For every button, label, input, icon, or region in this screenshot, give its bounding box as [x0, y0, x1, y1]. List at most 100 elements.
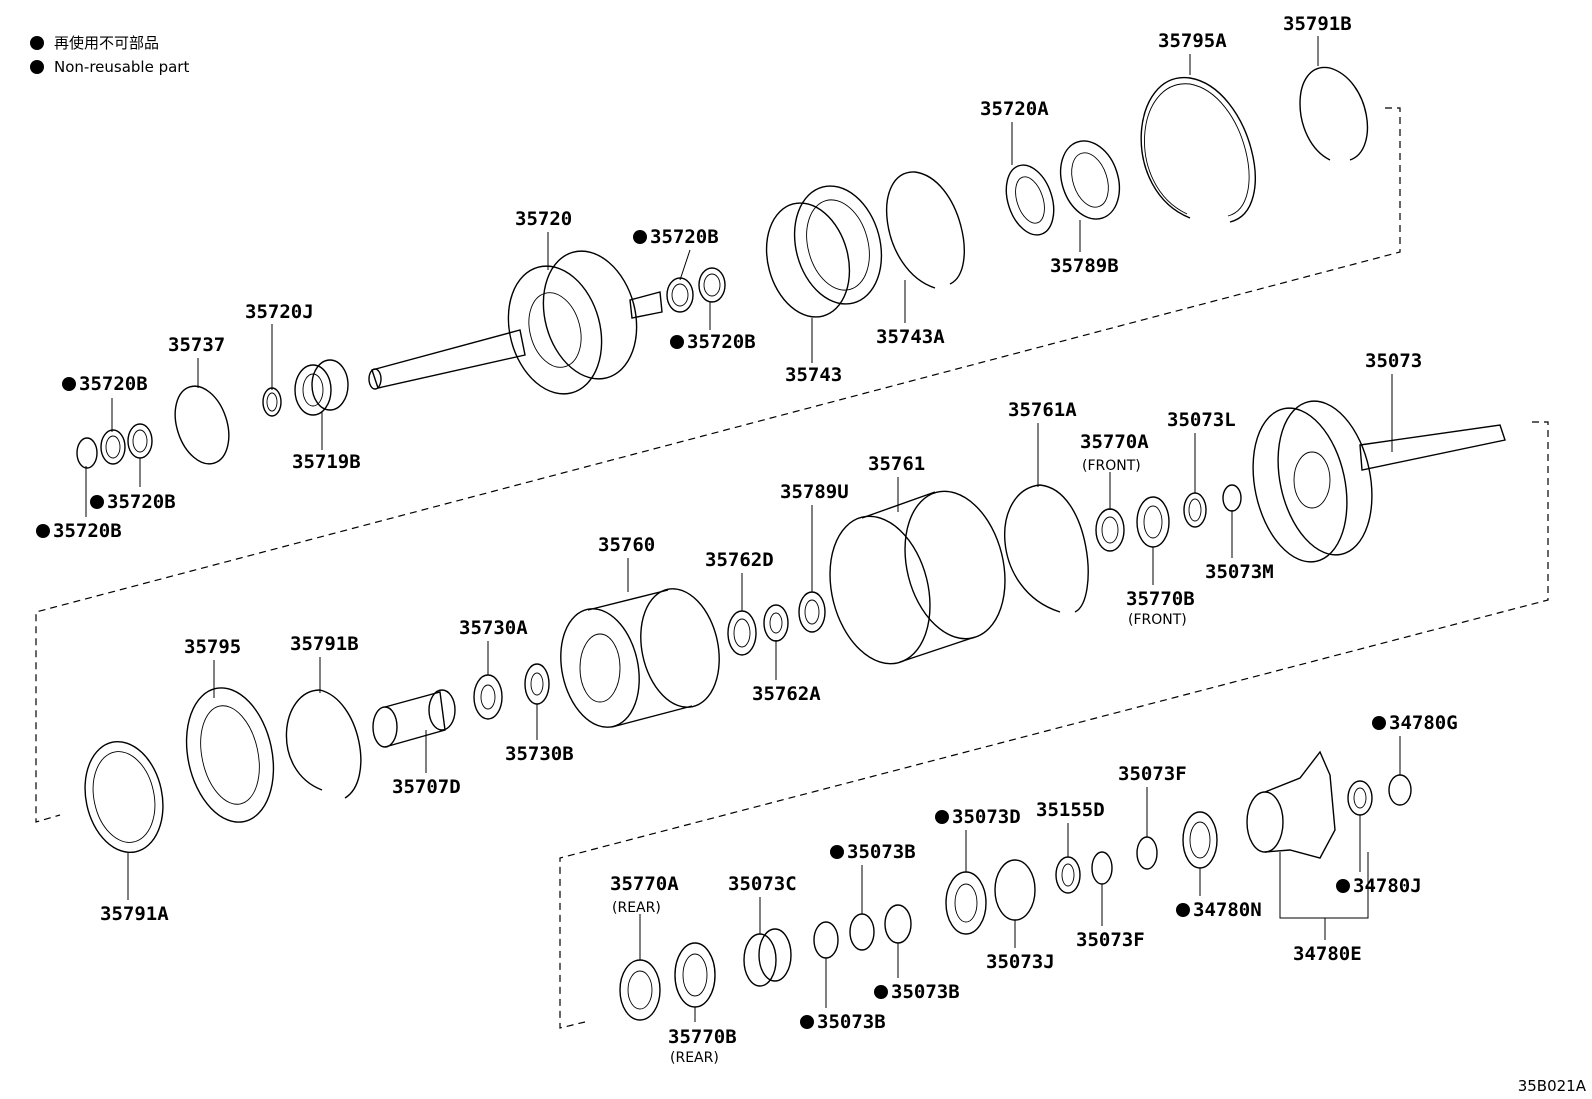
non-reusable-marker-icon	[1176, 903, 1190, 917]
position-note: (REAR)	[670, 1050, 719, 1066]
part-35789B-bearing	[1059, 140, 1121, 220]
part-35720-planetary-shaft	[368, 250, 663, 395]
part-35761-drum	[829, 490, 1006, 665]
part-number-label: 35155D	[1036, 799, 1105, 821]
part-number-label: 35720B	[107, 491, 176, 513]
non-reusable-marker-icon	[935, 810, 949, 824]
non-reusable-marker-icon	[36, 524, 50, 538]
part-number-label: 35770A	[610, 873, 679, 895]
callout-35789U: 35789U	[780, 481, 849, 592]
part-number-label: 35737	[168, 334, 225, 356]
part-number-label: 35789U	[780, 481, 849, 503]
part-number-label: 35791B	[1283, 13, 1352, 35]
callout-35720B: 35720B	[90, 458, 176, 513]
part-35720J-bearing	[262, 387, 282, 417]
callout-35073: 35073	[1365, 350, 1422, 452]
part-number-label: 35073J	[986, 951, 1055, 973]
callout-34780N: 34780N	[1176, 868, 1262, 921]
callout-35155D: 35155D	[1036, 799, 1105, 857]
part-35730A-race	[473, 674, 503, 720]
callout-35760: 35760	[598, 534, 655, 592]
callout-35743: 35743	[785, 318, 842, 386]
part-number-label: 35762A	[752, 683, 821, 705]
part-35707D-sun-gear	[372, 689, 456, 748]
callout-35720B: 35720B	[36, 466, 122, 542]
part-number-label: 35770A	[1080, 431, 1149, 453]
part-35762A-bearing	[763, 604, 789, 642]
callout-35073F: 35073F	[1076, 884, 1145, 951]
part-35073D-bearing	[945, 871, 987, 935]
callout-35770A: 35770A(FRONT)	[1080, 431, 1149, 510]
callout-35073D: 35073D	[935, 806, 1021, 872]
callout-35762A: 35762A	[752, 640, 821, 705]
part-number-label: 35073F	[1076, 929, 1145, 951]
part-number-label: 35707D	[392, 776, 461, 798]
part-35789U-race	[798, 591, 826, 633]
part-number-label: 35770B	[668, 1026, 737, 1048]
part-number-label: 35720	[515, 208, 572, 230]
callout-35720J: 35720J	[245, 301, 314, 390]
part-35073F-washer-b	[1091, 851, 1113, 885]
part-35073C-bearing	[743, 928, 792, 987]
callout-35720B: 35720B	[670, 302, 756, 353]
callout-35795A: 35795A	[1158, 30, 1227, 75]
position-note: (REAR)	[612, 900, 661, 916]
non-reusable-marker-icon	[30, 60, 44, 74]
callout-35791A: 35791A	[100, 853, 169, 925]
non-reusable-marker-icon	[1336, 879, 1350, 893]
part-35720B-washer-set	[76, 423, 153, 469]
callout-35073J: 35073J	[986, 920, 1055, 973]
part-number-label: 35789B	[1050, 255, 1119, 277]
part-35770A-rear-race	[619, 959, 661, 1021]
part-35791A-snap-ring	[84, 740, 164, 854]
part-35761A-snap-ring	[1004, 484, 1089, 613]
part-35791B-snap-ring	[1299, 66, 1369, 161]
callout-35720B: 35720B	[633, 226, 719, 281]
non-reusable-marker-icon	[62, 377, 76, 391]
part-number-label: 35762D	[705, 549, 774, 571]
legend-label-ja: 再使用不可部品	[54, 34, 160, 52]
part-35791B-snap-ring-lower	[285, 689, 362, 799]
callout-35073F: 35073F	[1118, 763, 1187, 837]
part-35155D-bearing	[1055, 856, 1081, 894]
callout-35795: 35795	[184, 636, 241, 698]
callout-35789B: 35789B	[1050, 220, 1119, 277]
part-number-label: 35073M	[1205, 561, 1274, 583]
callout-35073M: 35073M	[1205, 510, 1274, 583]
non-reusable-marker-icon	[874, 985, 888, 999]
part-number-label: 35791A	[100, 903, 169, 925]
diagram-id: 35B021A	[1517, 1077, 1586, 1095]
callout-34780E: 34780E	[1293, 918, 1362, 965]
part-number-label: 35720J	[245, 301, 314, 323]
callout-35791B: 35791B	[290, 633, 359, 693]
part-34780E-flange	[1246, 750, 1336, 859]
part-34780J-seal	[1347, 780, 1373, 816]
part-35073L-bearing	[1183, 492, 1207, 528]
callout-35770B: 35770B (REAR)	[668, 1007, 737, 1066]
part-number-label: 35073D	[952, 806, 1021, 828]
part-number-label: 35073L	[1167, 409, 1236, 431]
part-number-label: 34780E	[1293, 943, 1362, 965]
part-35743A-snap-ring	[886, 171, 965, 289]
part-35073M-washer	[1222, 484, 1242, 512]
part-35720A-race	[1005, 164, 1055, 236]
callout-35720A: 35720A	[980, 98, 1049, 165]
callout-35737: 35737	[168, 334, 225, 388]
part-number-label: 35760	[598, 534, 655, 556]
part-34780N-oil-seal	[1182, 811, 1218, 869]
part-number-label: 35743	[785, 364, 842, 386]
part-number-label: 35720B	[650, 226, 719, 248]
non-reusable-marker-icon	[800, 1015, 814, 1029]
non-reusable-marker-icon	[30, 35, 44, 50]
part-35730B-washer	[524, 663, 550, 705]
part-35760-planetary-carrier	[560, 588, 720, 728]
non-reusable-marker-icon	[670, 335, 684, 349]
callout-35743A: 35743A	[876, 280, 945, 348]
leader-line	[679, 249, 691, 281]
part-number-label: 35073B	[817, 1011, 886, 1033]
part-34780G-plug	[1388, 774, 1412, 806]
part-35073-output-shaft	[1252, 400, 1506, 563]
callout-35073C: 35073C	[728, 873, 797, 934]
part-number-label: 35073	[1365, 350, 1422, 372]
